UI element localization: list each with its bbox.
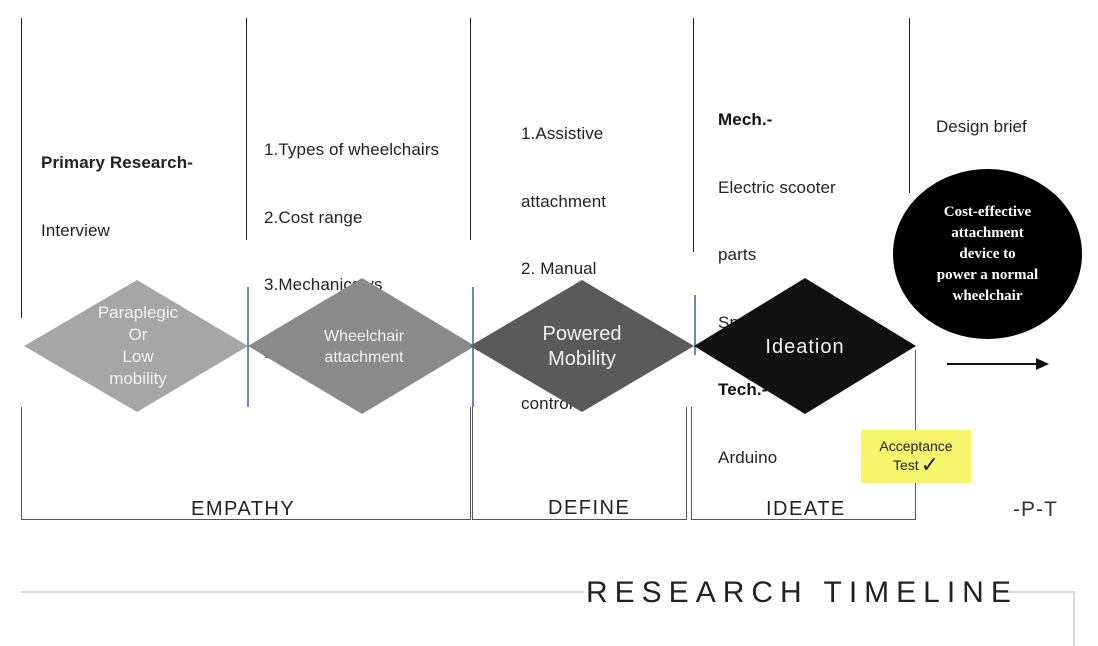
connector-3: [694, 295, 696, 355]
divider-2: [246, 18, 248, 240]
acceptance-test-label: Test: [892, 457, 919, 473]
ideate-bracket: [691, 407, 916, 520]
mech-label: Mech.-: [718, 110, 773, 129]
diamond-ideation: [694, 278, 916, 414]
divider-5: [909, 18, 911, 193]
phase-empathy: EMPATHY: [191, 498, 296, 520]
column-1-line: Interview: [41, 220, 110, 240]
page-title: RESEARCH TIMELINE: [586, 576, 1018, 609]
design-brief-circle: Cost-effective attachment device to powe…: [893, 169, 1082, 339]
acceptance-test-line: Test✓: [861, 453, 971, 478]
acceptance-label: Acceptance: [879, 438, 953, 454]
tech-label: Tech.-: [718, 380, 768, 399]
define-bracket: [472, 407, 687, 520]
divider-3: [470, 18, 472, 240]
empathy-bracket: [21, 407, 471, 520]
signature: -P-T: [1013, 498, 1058, 521]
column-1-heading: Primary Research-: [41, 153, 193, 172]
diamond-paraplegic: [24, 280, 248, 412]
phase-ideate: IDEATE: [766, 498, 846, 520]
column-2-line: 1.Types of wheelchairs: [264, 140, 440, 159]
arrow-head-icon: [1036, 358, 1049, 370]
diamond-label-paraplegic: Paraplegic Or Low mobility: [97, 303, 179, 388]
diamond-powered-mobility: [470, 280, 694, 412]
column-1-text: Primary Research- Interview: [41, 107, 193, 265]
column-2-line: 2.Cost range: [264, 207, 363, 227]
column-3-line: 2. Manual: [521, 259, 597, 278]
title-rule-left: [21, 591, 584, 593]
mech-line: Electric scooter: [718, 177, 836, 197]
divider-1: [21, 18, 23, 318]
phase-define: DEFINE: [548, 497, 631, 519]
diamond-label-ideation: Ideation: [765, 336, 845, 358]
mech-line: parts: [718, 245, 757, 264]
diamond-wheelchair-attachment: [248, 278, 475, 414]
diamond-label-wheelchair-attachment: Wheelchair attachment: [323, 328, 405, 366]
tech-line: Arduino: [718, 447, 778, 467]
diamond-label-powered-mobility: Powered Mobility: [542, 323, 622, 370]
check-icon: ✓: [920, 453, 940, 478]
design-brief-text: Cost-effective attachment device to powe…: [936, 203, 1039, 304]
design-brief-label: Design brief: [936, 117, 1027, 136]
column-3-line: 1.Assistive: [521, 124, 604, 143]
title-rule-vertical: [1073, 591, 1075, 646]
title-rule-right: [1000, 591, 1075, 593]
divider-4: [693, 18, 695, 252]
column-3-line: attachment: [521, 191, 607, 211]
connector-1: [247, 287, 249, 407]
acceptance-test-badge: Acceptance Test✓: [861, 430, 971, 483]
